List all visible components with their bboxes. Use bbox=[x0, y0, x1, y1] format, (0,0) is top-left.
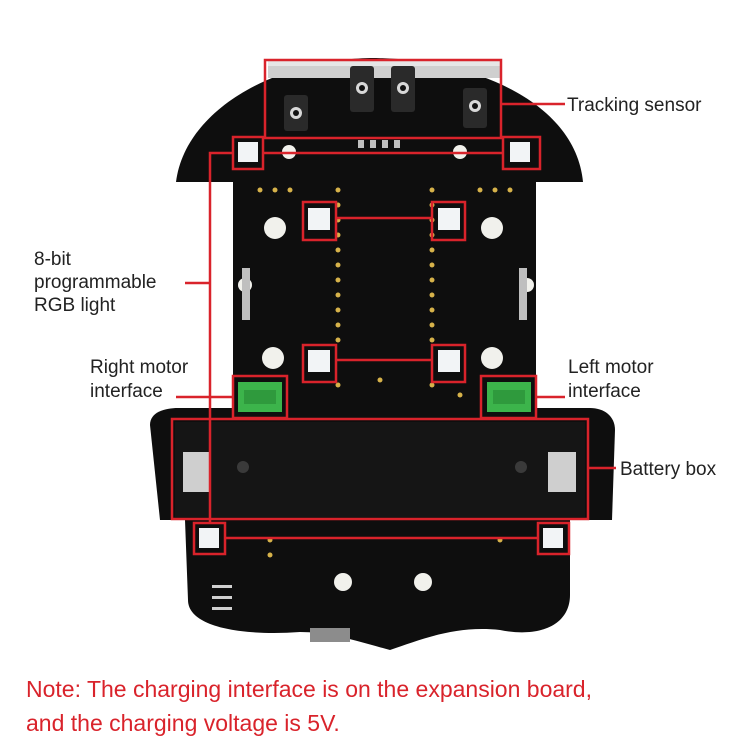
bottom-left-pins bbox=[212, 585, 232, 610]
board-main-body bbox=[233, 170, 536, 420]
tracking-sensor-modules bbox=[284, 66, 487, 131]
annotation-tracking-sensor bbox=[263, 58, 565, 140]
motor-connectors bbox=[238, 382, 531, 412]
label-right-motor-line1: Right motor bbox=[90, 357, 189, 378]
charging-port bbox=[310, 628, 350, 642]
annotation-battery-box bbox=[170, 417, 616, 521]
note-line1: Note: The charging interface is on the e… bbox=[26, 676, 592, 702]
label-left-motor-line2: interface bbox=[568, 381, 641, 402]
label-battery-box: Battery box bbox=[620, 459, 717, 480]
label-tracking-sensor: Tracking sensor bbox=[567, 95, 702, 116]
rgb-leds bbox=[199, 142, 563, 548]
small-components bbox=[242, 140, 527, 320]
label-right-motor-line2: interface bbox=[90, 381, 163, 402]
board-lower-body bbox=[185, 520, 570, 650]
label-rgb-light-line3: RGB light bbox=[34, 295, 116, 316]
battery-holder bbox=[175, 422, 585, 517]
label-rgb-light-line2: programmable bbox=[34, 272, 157, 293]
annotation-rgb-light bbox=[185, 135, 571, 556]
label-left-motor-line1: Left motor bbox=[568, 357, 654, 378]
note-line2: and the charging voltage is 5V. bbox=[26, 710, 340, 736]
label-rgb-light-line1: 8-bit bbox=[34, 249, 71, 270]
